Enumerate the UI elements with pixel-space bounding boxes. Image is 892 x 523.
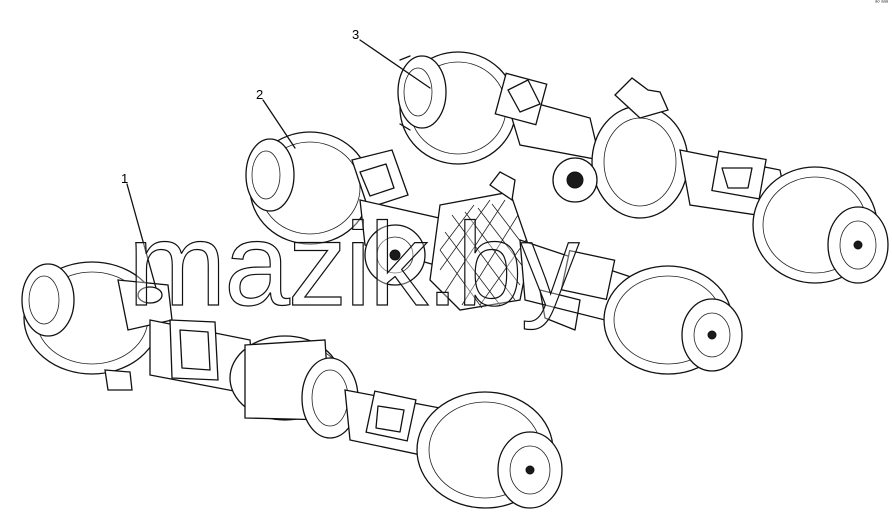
leader-line-2 (262, 99, 296, 149)
callout-leaders (126, 39, 431, 289)
leader-line-3 (359, 39, 431, 89)
callout-label-3: 3 (352, 27, 359, 42)
callout-label-1: 1 (121, 171, 128, 186)
axle-2 (245, 131, 743, 375)
axle-1 (21, 261, 563, 509)
corner-mark: ᵃᵒ ᵃᵃᵃ (875, 0, 888, 6)
callout-label-2: 2 (256, 87, 263, 102)
axle-3 (397, 51, 889, 284)
leader-line-1 (126, 183, 157, 289)
